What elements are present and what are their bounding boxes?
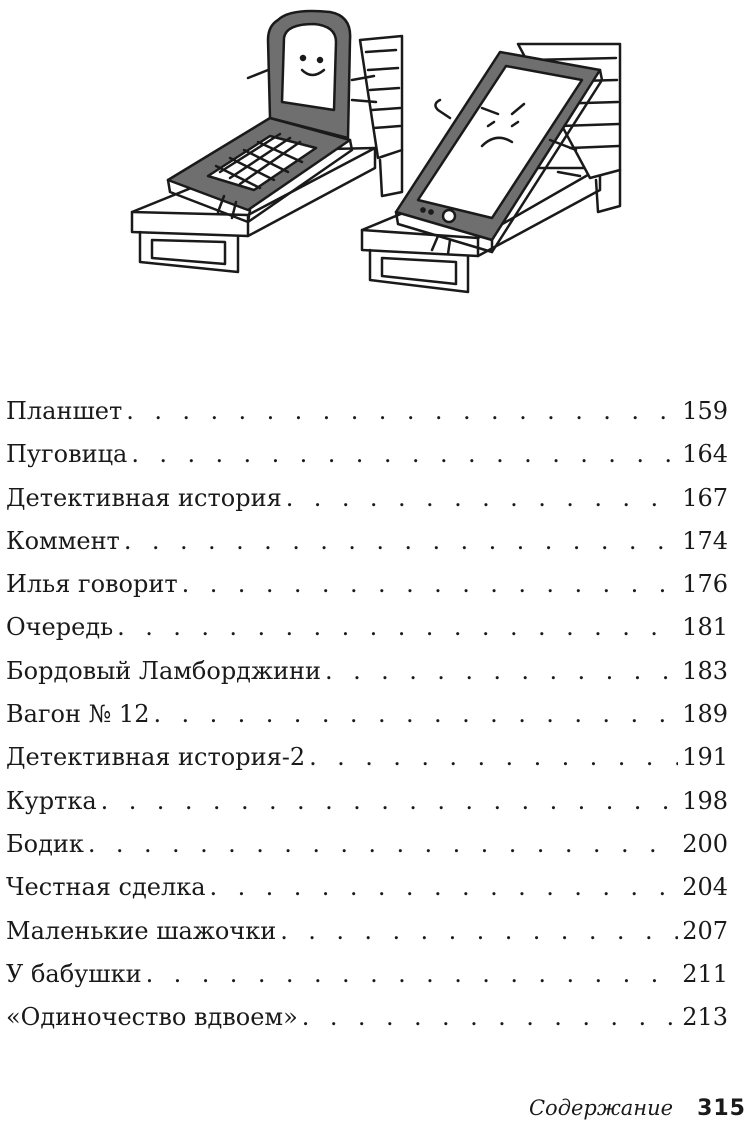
toc-entry-title: Маленькие шажочки xyxy=(6,916,277,945)
toc-dot-leader xyxy=(124,520,678,563)
toc-dot-leader xyxy=(210,866,679,909)
toc-dot-leader xyxy=(325,650,678,693)
toc-entry-page: 204 xyxy=(682,873,728,902)
toc-entry-page: 207 xyxy=(682,916,728,945)
toc-entry[interactable]: Планшет 159 xyxy=(6,390,728,433)
toc-entry[interactable]: Очередь 181 xyxy=(6,606,728,649)
toc-entry-page: 183 xyxy=(682,656,728,685)
toc-dot-leader xyxy=(101,780,679,823)
toc-entry-title: У бабушки xyxy=(6,959,142,988)
toc-entry-page: 213 xyxy=(682,1003,728,1032)
toc-entry-page: 167 xyxy=(682,483,728,512)
toc-dot-leader xyxy=(126,390,678,433)
toc-entry[interactable]: Коммент 174 xyxy=(6,520,728,563)
toc-entry[interactable]: Илья говорит 176 xyxy=(6,563,728,606)
toc-entry-page: 191 xyxy=(682,743,728,772)
smartphone-icon xyxy=(394,50,604,256)
toc-entry-title: Бодик xyxy=(6,829,84,858)
toc-dot-leader xyxy=(286,477,678,520)
toc-entry[interactable]: «Одиночество вдвоем» 213 xyxy=(6,996,728,1039)
flip-phone-icon xyxy=(166,9,378,224)
toc-dot-leader xyxy=(302,996,678,1039)
table-of-contents: Планшет 159 Пуговица 164 Детективная ист… xyxy=(6,390,728,1039)
toc-dot-leader xyxy=(146,953,679,996)
toc-entry-title: Планшет xyxy=(6,397,123,425)
toc-entry-title: Пуговица xyxy=(6,440,128,469)
toc-entry-title: Детективная история-2 xyxy=(6,743,306,772)
toc-entry[interactable]: Честная сделка 204 xyxy=(6,866,728,909)
toc-entry-title: Куртка xyxy=(6,786,97,815)
toc-entry[interactable]: Вагон № 12 189 xyxy=(6,693,728,736)
toc-entry-page: 176 xyxy=(682,570,728,599)
page-number: 315 xyxy=(697,1096,746,1121)
toc-entry-title: Детективная история xyxy=(6,483,282,512)
toc-dot-leader xyxy=(131,433,678,476)
phones-on-sunbeds-illustration xyxy=(120,0,640,320)
toc-entry-title: Илья говорит xyxy=(6,570,178,599)
running-section-title: Содержание xyxy=(528,1096,674,1120)
toc-entry[interactable]: Детективная история-2 191 xyxy=(6,736,728,779)
toc-entry[interactable]: Маленькие шажочки 207 xyxy=(6,910,728,953)
toc-entry-page: 198 xyxy=(682,786,728,815)
toc-entry[interactable]: Бодик 200 xyxy=(6,823,728,866)
toc-entry-page: 189 xyxy=(682,700,728,729)
toc-entry-title: Очередь xyxy=(6,613,114,642)
toc-entry-title: Коммент xyxy=(6,526,120,555)
toc-dot-leader xyxy=(153,693,678,736)
toc-entry-page: 174 xyxy=(682,526,728,555)
toc-entry[interactable]: Детективная история 167 xyxy=(6,477,728,520)
toc-entry[interactable]: Куртка 198 xyxy=(6,780,728,823)
toc-dot-leader xyxy=(309,736,678,779)
page-footer: Содержание 315 xyxy=(529,1096,746,1121)
toc-entry-title: Честная сделка xyxy=(6,873,206,902)
toc-entry-page: 211 xyxy=(682,959,728,988)
toc-dot-leader xyxy=(182,563,679,606)
toc-dot-leader xyxy=(117,606,678,649)
toc-dot-leader xyxy=(280,910,678,953)
toc-entry-page: 159 xyxy=(682,397,728,425)
toc-entry-page: 200 xyxy=(682,829,728,858)
toc-entry-title: Вагон № 12 xyxy=(6,700,150,729)
toc-entry[interactable]: У бабушки 211 xyxy=(6,953,728,996)
toc-entry[interactable]: Пуговица 164 xyxy=(6,433,728,476)
toc-entry-title: Бордовый Ламборджини xyxy=(6,656,322,685)
toc-entry-page: 181 xyxy=(682,613,728,642)
toc-entry-title: «Одиночество вдвоем» xyxy=(6,1003,298,1032)
toc-entry[interactable]: Бордовый Ламборджини 183 xyxy=(6,650,728,693)
toc-dot-leader xyxy=(88,823,678,866)
toc-entry-page: 164 xyxy=(682,440,728,469)
